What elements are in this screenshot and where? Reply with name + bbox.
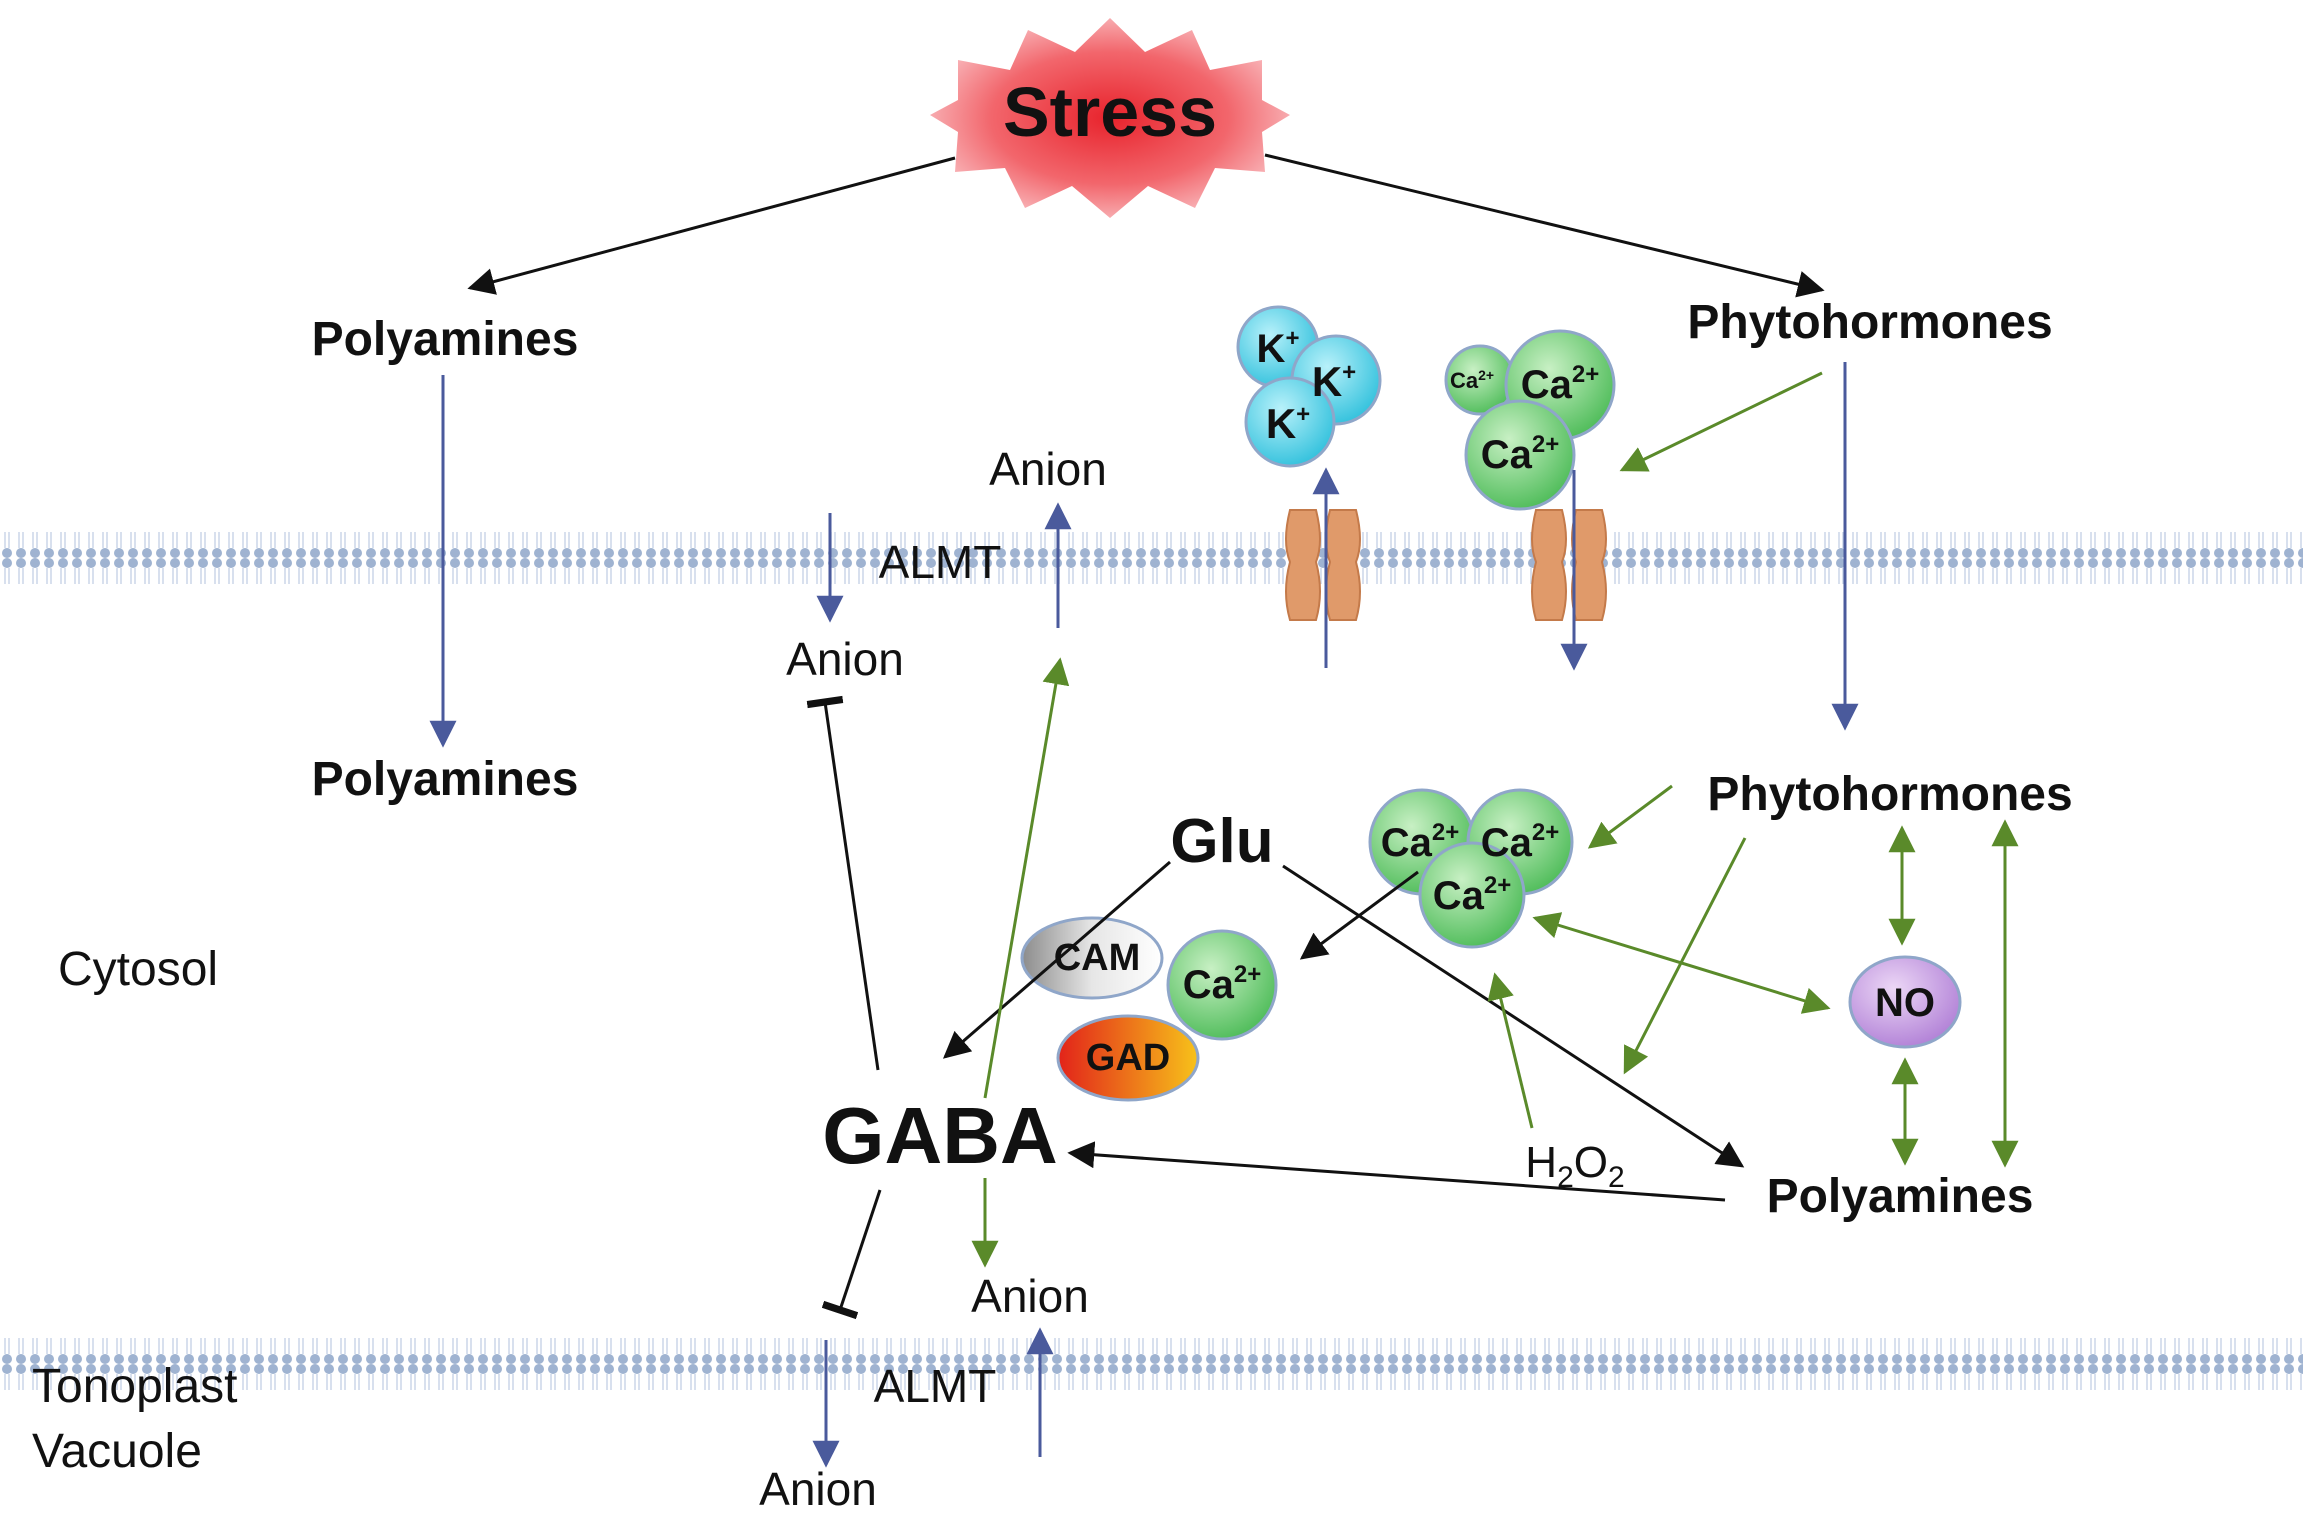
gaba-label: GABA: [822, 1091, 1058, 1180]
svg-text:Ca2+: Ca2+: [1450, 367, 1494, 393]
ca-ion-cluster-cytosol: Ca2+ Ca2+ Ca2+: [1368, 788, 1574, 949]
arrow-ca-no-bidirectional: [1532, 912, 1831, 1014]
arrow-phytohormones-to-ca: [1587, 784, 1673, 849]
anion-vacuole-label: Anion: [759, 1463, 877, 1513]
arrow-phytohormones-to-ca-channel: [1619, 371, 1823, 472]
polyamines-mid-label: Polyamines: [312, 753, 579, 806]
stress-title: Stress: [1003, 73, 1217, 151]
cam-node: CAM: [1020, 916, 1164, 1000]
arrow-polyamines-to-gaba: [1067, 1141, 1726, 1202]
phytohormones-top-label: Phytohormones: [1687, 296, 2052, 349]
gad-node: GAD: [1056, 1014, 1200, 1102]
inhibit-gaba-anion-influx: [806, 695, 880, 1071]
arrow-stress-to-polyamines: [467, 156, 956, 295]
arrow-glu-to-cam: [942, 860, 1171, 1059]
vacuole-label: Vacuole: [32, 1425, 202, 1478]
cytosol-label: Cytosol: [58, 943, 218, 996]
stress-burst: Stress: [930, 18, 1290, 218]
svg-text:Ca2+: Ca2+: [1381, 819, 1460, 865]
svg-text:Ca2+: Ca2+: [1183, 961, 1262, 1007]
ca-channel: [1531, 509, 1607, 621]
no-label: NO: [1875, 981, 1935, 1025]
cam-label: CAM: [1054, 937, 1141, 979]
tonoplast-membrane: [0, 1328, 2303, 1390]
ca-ion-cluster-top: Ca2+ Ca2+ Ca2+: [1444, 329, 1616, 511]
almt-top-label: ALMT: [879, 536, 1002, 588]
h2o2-label: H2O2: [1525, 1138, 1624, 1194]
glu-label: Glu: [1170, 807, 1273, 876]
k-ion-cluster: K+ K+ K+: [1236, 305, 1382, 468]
plasma-membrane: [0, 528, 2303, 590]
arrow-ca-to-cam: [1299, 870, 1419, 960]
svg-text:Ca2+: Ca2+: [1433, 872, 1512, 918]
no-node: NO: [1848, 955, 1962, 1049]
anion-in-label: Anion: [786, 633, 904, 685]
almt-bottom-label: ALMT: [874, 1360, 997, 1412]
anion-cytosol-bottom-label: Anion: [971, 1270, 1089, 1322]
ca-ion-cam: Ca2+: [1166, 929, 1278, 1041]
svg-text:K+: K+: [1266, 400, 1310, 447]
svg-text:Ca2+: Ca2+: [1521, 361, 1600, 407]
arrow-h2o2-to-ca: [1487, 972, 1534, 1129]
svg-text:K+: K+: [1257, 325, 1300, 371]
arrow-phytohormones-to-polyamines-path: [1623, 837, 1747, 1075]
arrow-stress-to-phytohormones: [1264, 153, 1825, 298]
anion-out-label: Anion: [989, 443, 1107, 495]
arrow-gaba-to-anion-efflux: [983, 657, 1070, 1099]
svg-text:Ca2+: Ca2+: [1481, 819, 1560, 865]
gad-label: GAD: [1086, 1037, 1170, 1079]
svg-text:K+: K+: [1312, 358, 1356, 405]
polyamines-top-label: Polyamines: [312, 313, 579, 366]
tonoplast-label: Tonoplast: [32, 1360, 237, 1413]
polyamines-right-label: Polyamines: [1767, 1170, 2034, 1223]
inhibit-gaba-vacuole-influx: [821, 1189, 882, 1320]
phytohormones-mid-label: Phytohormones: [1707, 768, 2072, 821]
svg-text:Ca2+: Ca2+: [1481, 431, 1560, 477]
